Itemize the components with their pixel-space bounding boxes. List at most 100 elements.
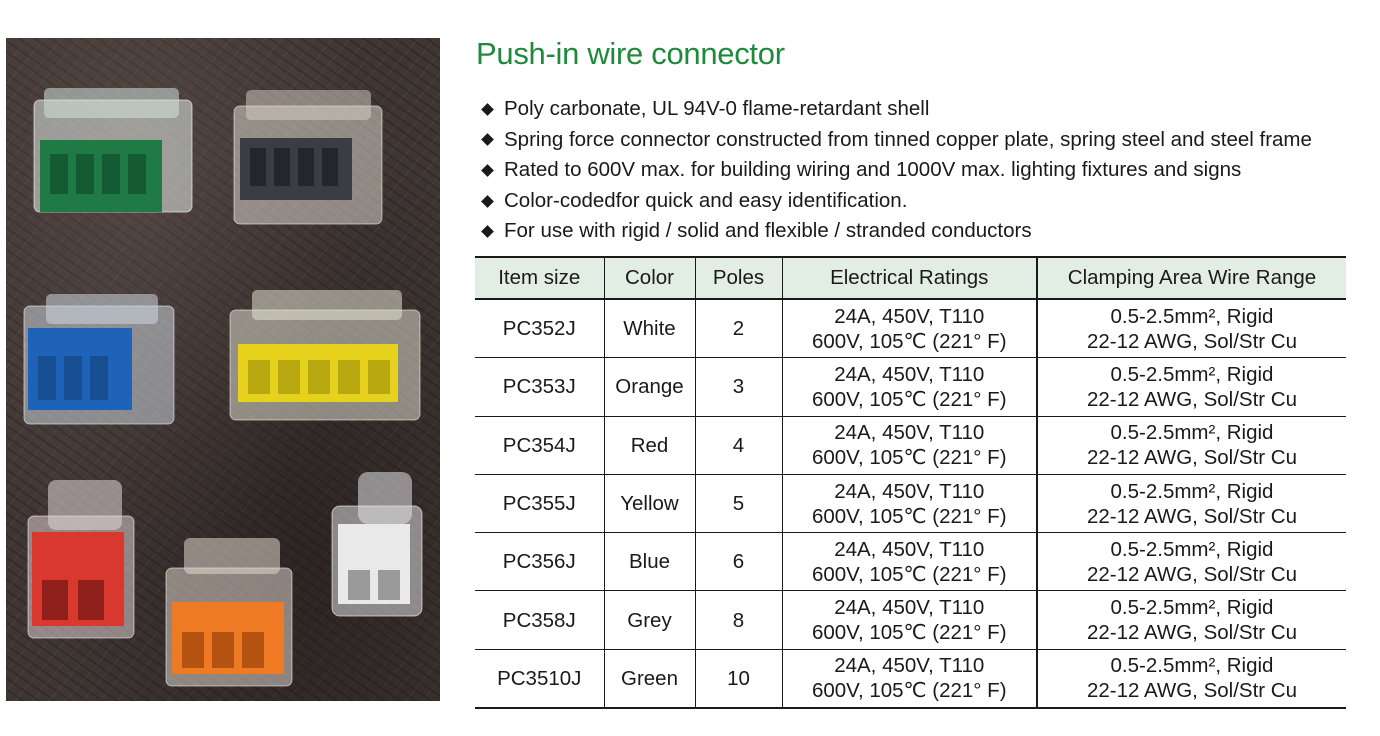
range-line: 22-12 AWG, Sol/Str Cu xyxy=(1086,329,1297,353)
rating-line: 24A, 450V, T110 xyxy=(834,479,985,503)
range-line: 22-12 AWG, Sol/Str Cu xyxy=(1086,679,1297,703)
range-line: 0.5-2.5mm², Rigid xyxy=(1110,421,1274,445)
item-size-cell: PC3510J xyxy=(475,649,604,710)
poles-cell: 6 xyxy=(694,532,782,592)
feature-text: Poly carbonate, UL 94V-0 flame-retardant… xyxy=(504,97,930,120)
diamond-bullet-icon xyxy=(481,225,494,239)
diamond-bullet-icon xyxy=(481,102,494,116)
diamond-bullet-icon xyxy=(481,133,494,147)
range-line: 22-12 AWG, Sol/Str Cu xyxy=(1086,387,1297,411)
color-cell: Yellow xyxy=(603,474,695,534)
item-size-cell: PC352J xyxy=(475,299,604,359)
table-header-row: Item size Color Poles Electrical Ratings… xyxy=(475,256,1346,300)
rating-line: 600V, 105℃ (221° F) xyxy=(811,679,1007,703)
color-cell: White xyxy=(603,299,695,359)
rating-line: 24A, 450V, T110 xyxy=(834,304,985,328)
color-cell: Red xyxy=(603,416,695,475)
header-clamping-range: Clamping Area Wire Range xyxy=(1036,256,1346,300)
feature-item: Poly carbonate, UL 94V-0 flame-retardant… xyxy=(478,94,1312,125)
rating-line: 24A, 450V, T110 xyxy=(834,596,985,620)
item-size-cell: PC353J xyxy=(475,357,604,417)
rating-line: 600V, 105℃ (221° F) xyxy=(811,621,1007,645)
feature-item: Rated to 600V max. for building wiring a… xyxy=(478,155,1312,186)
range-line: 0.5-2.5mm², Rigid xyxy=(1110,304,1274,328)
poles-cell: 3 xyxy=(694,357,782,417)
white-connector xyxy=(331,472,423,617)
poles-cell: 10 xyxy=(694,649,782,710)
feature-list: Poly carbonate, UL 94V-0 flame-retardant… xyxy=(478,94,1312,247)
feature-item: Spring force connector constructed from … xyxy=(478,125,1312,156)
item-size-cell: PC356J xyxy=(475,532,604,592)
rating-line: 24A, 450V, T110 xyxy=(834,654,985,678)
specification-table: Item size Color Poles Electrical Ratings… xyxy=(475,256,1346,710)
orange-connector xyxy=(165,538,293,687)
poles-cell: 5 xyxy=(694,474,782,534)
connector-photo-illustration xyxy=(23,88,423,687)
page-title: Push-in wire connector xyxy=(476,36,785,71)
header-electrical-ratings: Electrical Ratings xyxy=(781,256,1037,300)
range-line: 22-12 AWG, Sol/Str Cu xyxy=(1086,504,1297,528)
item-size-cell: PC358J xyxy=(475,590,604,650)
color-cell: Blue xyxy=(603,532,695,592)
header-color: Color xyxy=(603,256,695,300)
rating-line: 600V, 105℃ (221° F) xyxy=(811,504,1007,528)
poles-cell: 8 xyxy=(694,590,782,650)
rating-line: 24A, 450V, T110 xyxy=(834,421,985,445)
feature-item: For use with rigid / solid and flexible … xyxy=(478,216,1312,247)
rating-line: 24A, 450V, T110 xyxy=(834,537,985,561)
feature-text: For use with rigid / solid and flexible … xyxy=(504,219,1032,243)
header-item-size: Item size xyxy=(475,256,604,300)
poles-cell: 2 xyxy=(694,299,782,359)
range-line: 0.5-2.5mm², Rigid xyxy=(1110,479,1274,503)
grey-connector xyxy=(233,90,383,225)
rating-line: 24A, 450V, T110 xyxy=(834,362,985,386)
range-line: 0.5-2.5mm², Rigid xyxy=(1110,537,1274,561)
red-connector xyxy=(27,480,135,639)
product-photo xyxy=(6,38,440,701)
color-cell: Orange xyxy=(603,357,695,417)
feature-text: Color-codedfor quick and easy identifica… xyxy=(504,188,908,212)
rating-line: 600V, 105℃ (221° F) xyxy=(811,387,1007,411)
range-line: 22-12 AWG, Sol/Str Cu xyxy=(1086,446,1297,470)
color-cell: Grey xyxy=(603,590,695,650)
blue-connector xyxy=(23,294,175,425)
color-cell: Green xyxy=(603,649,695,710)
feature-text: Spring force connector constructed from … xyxy=(504,127,1312,151)
range-line: 0.5-2.5mm², Rigid xyxy=(1110,362,1274,386)
feature-item: Color-codedfor quick and easy identifica… xyxy=(478,186,1312,217)
yellow-connector xyxy=(229,290,421,421)
diamond-bullet-icon xyxy=(481,164,494,177)
poles-cell: 4 xyxy=(694,416,782,475)
item-size-cell: PC354J xyxy=(475,416,604,475)
range-line: 0.5-2.5mm², Rigid xyxy=(1110,654,1274,678)
range-line: 0.5-2.5mm², Rigid xyxy=(1110,596,1274,620)
item-size-cell: PC355J xyxy=(475,474,604,534)
rating-line: 600V, 105℃ (221° F) xyxy=(811,446,1007,470)
range-line: 22-12 AWG, Sol/Str Cu xyxy=(1086,562,1297,586)
diamond-bullet-icon xyxy=(481,194,494,208)
header-poles: Poles xyxy=(694,256,782,300)
rating-line: 600V, 105℃ (221° F) xyxy=(811,329,1007,353)
rating-line: 600V, 105℃ (221° F) xyxy=(811,562,1007,586)
